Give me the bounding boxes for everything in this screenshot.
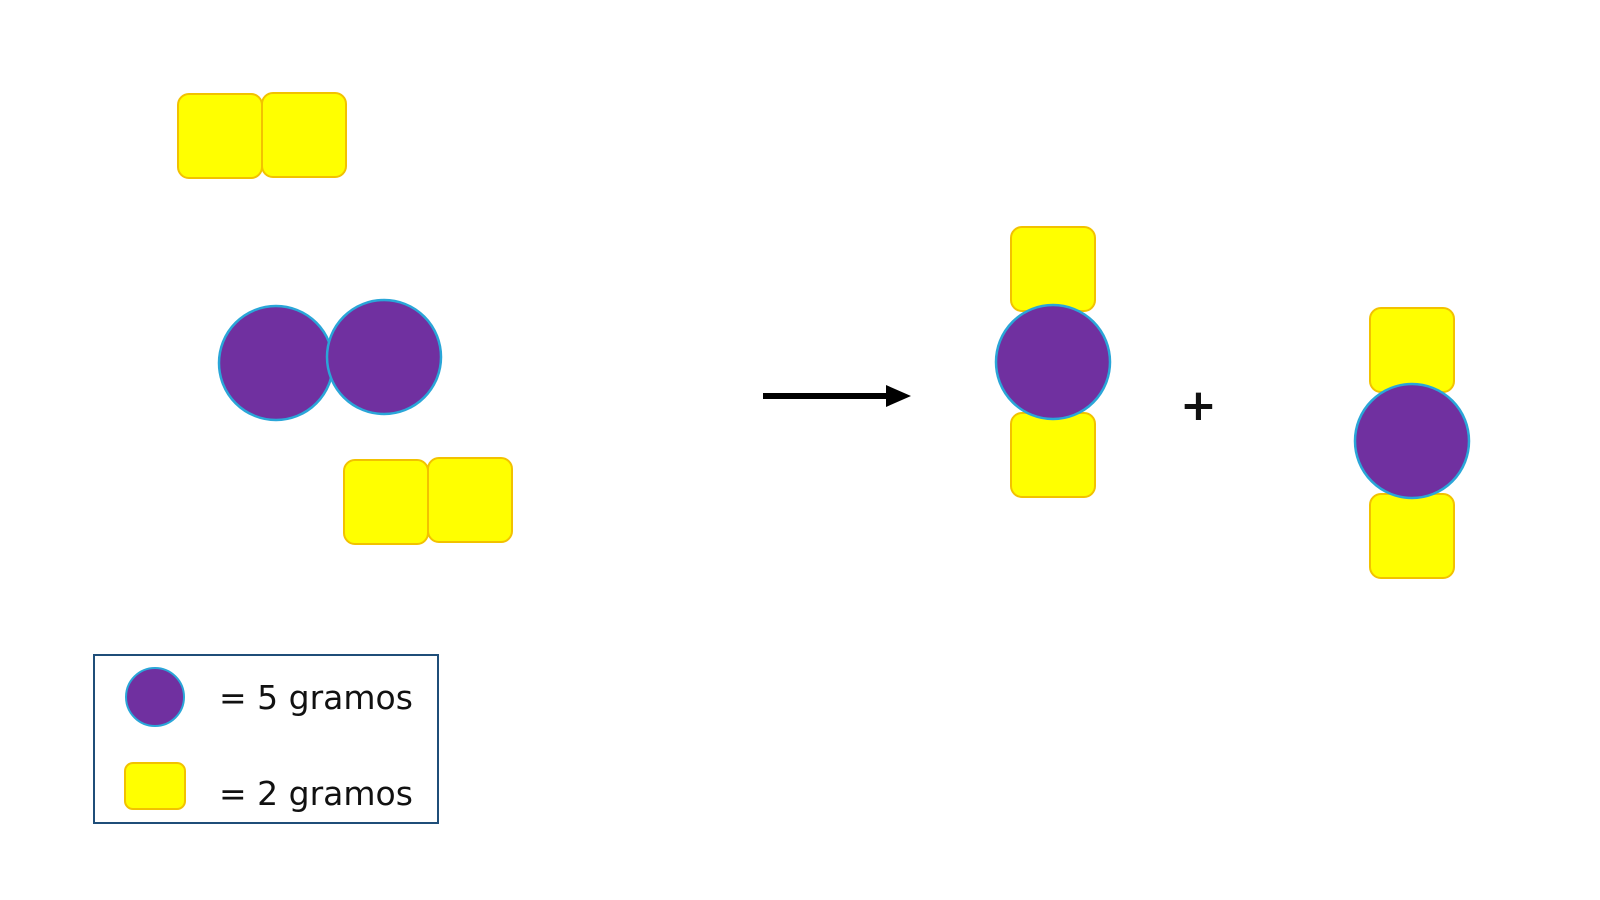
arrow-head xyxy=(886,385,911,407)
legend-circle-label: = 5 gramos xyxy=(219,678,413,717)
reactant-square-pair-top xyxy=(177,92,347,179)
yellow-square xyxy=(1010,226,1096,312)
product-molecule-1 xyxy=(994,226,1112,498)
yellow-square xyxy=(177,93,263,179)
right-arrow-icon xyxy=(763,385,911,407)
purple-circle xyxy=(1353,382,1471,500)
yellow-square xyxy=(1369,307,1455,393)
legend-square-label: = 2 gramos xyxy=(219,774,413,813)
yellow-square xyxy=(343,459,429,545)
yellow-square xyxy=(261,92,347,178)
purple-circle xyxy=(217,304,335,422)
product-molecule-2 xyxy=(1353,307,1471,579)
yellow-square xyxy=(427,457,513,543)
plus-sign: + xyxy=(1180,380,1217,431)
yellow-square xyxy=(1010,412,1096,498)
reactant-square-pair-bottom xyxy=(343,457,513,545)
yellow-square xyxy=(1369,493,1455,579)
purple-circle xyxy=(994,303,1112,421)
reactant-circle-pair xyxy=(217,298,443,422)
purple-circle xyxy=(325,298,443,416)
